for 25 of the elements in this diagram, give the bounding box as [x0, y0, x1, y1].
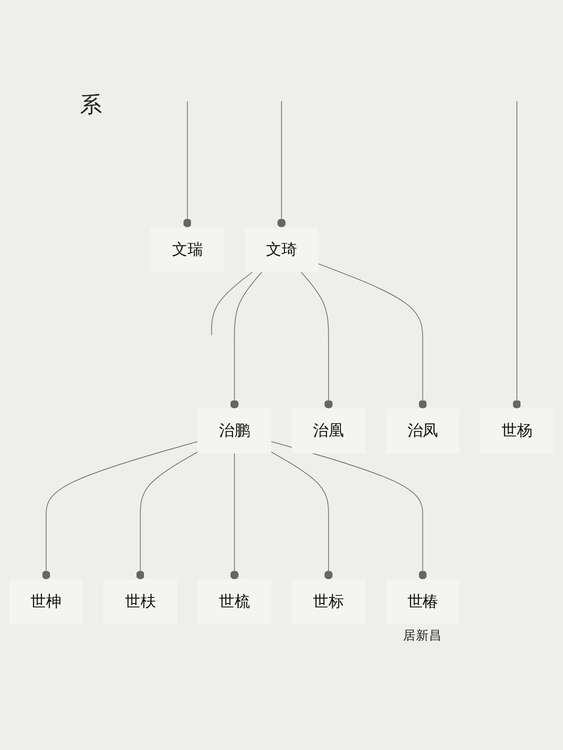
node-box: 治鹏 [198, 408, 272, 453]
node-box: 世梳 [198, 578, 272, 624]
connector-line [42, 440, 198, 580]
connector-line [230, 271, 262, 409]
connector-line [318, 262, 427, 409]
connector-line [300, 271, 333, 409]
connector-line [136, 451, 198, 580]
node-box: 治凰 [292, 408, 366, 453]
connector-line [270, 440, 427, 580]
node-box: 世标 [292, 578, 366, 624]
note-text: 居新昌 [403, 626, 442, 642]
node-box: 文琦 [244, 226, 318, 272]
connector-line [270, 451, 333, 580]
node-box: 世杨 [480, 408, 554, 453]
node-box: 治凤 [386, 408, 460, 453]
connector-line [211, 271, 254, 335]
connector-line [230, 452, 239, 580]
connector-line [183, 100, 192, 228]
note-text: 系 [80, 92, 102, 120]
node-box: 世枎 [103, 578, 178, 624]
node-box: 世椿 [386, 578, 460, 624]
node-box: 文瑞 [150, 226, 224, 272]
connector-line [512, 100, 522, 409]
node-box: 世柛 [9, 578, 84, 624]
connector-line [277, 100, 286, 228]
